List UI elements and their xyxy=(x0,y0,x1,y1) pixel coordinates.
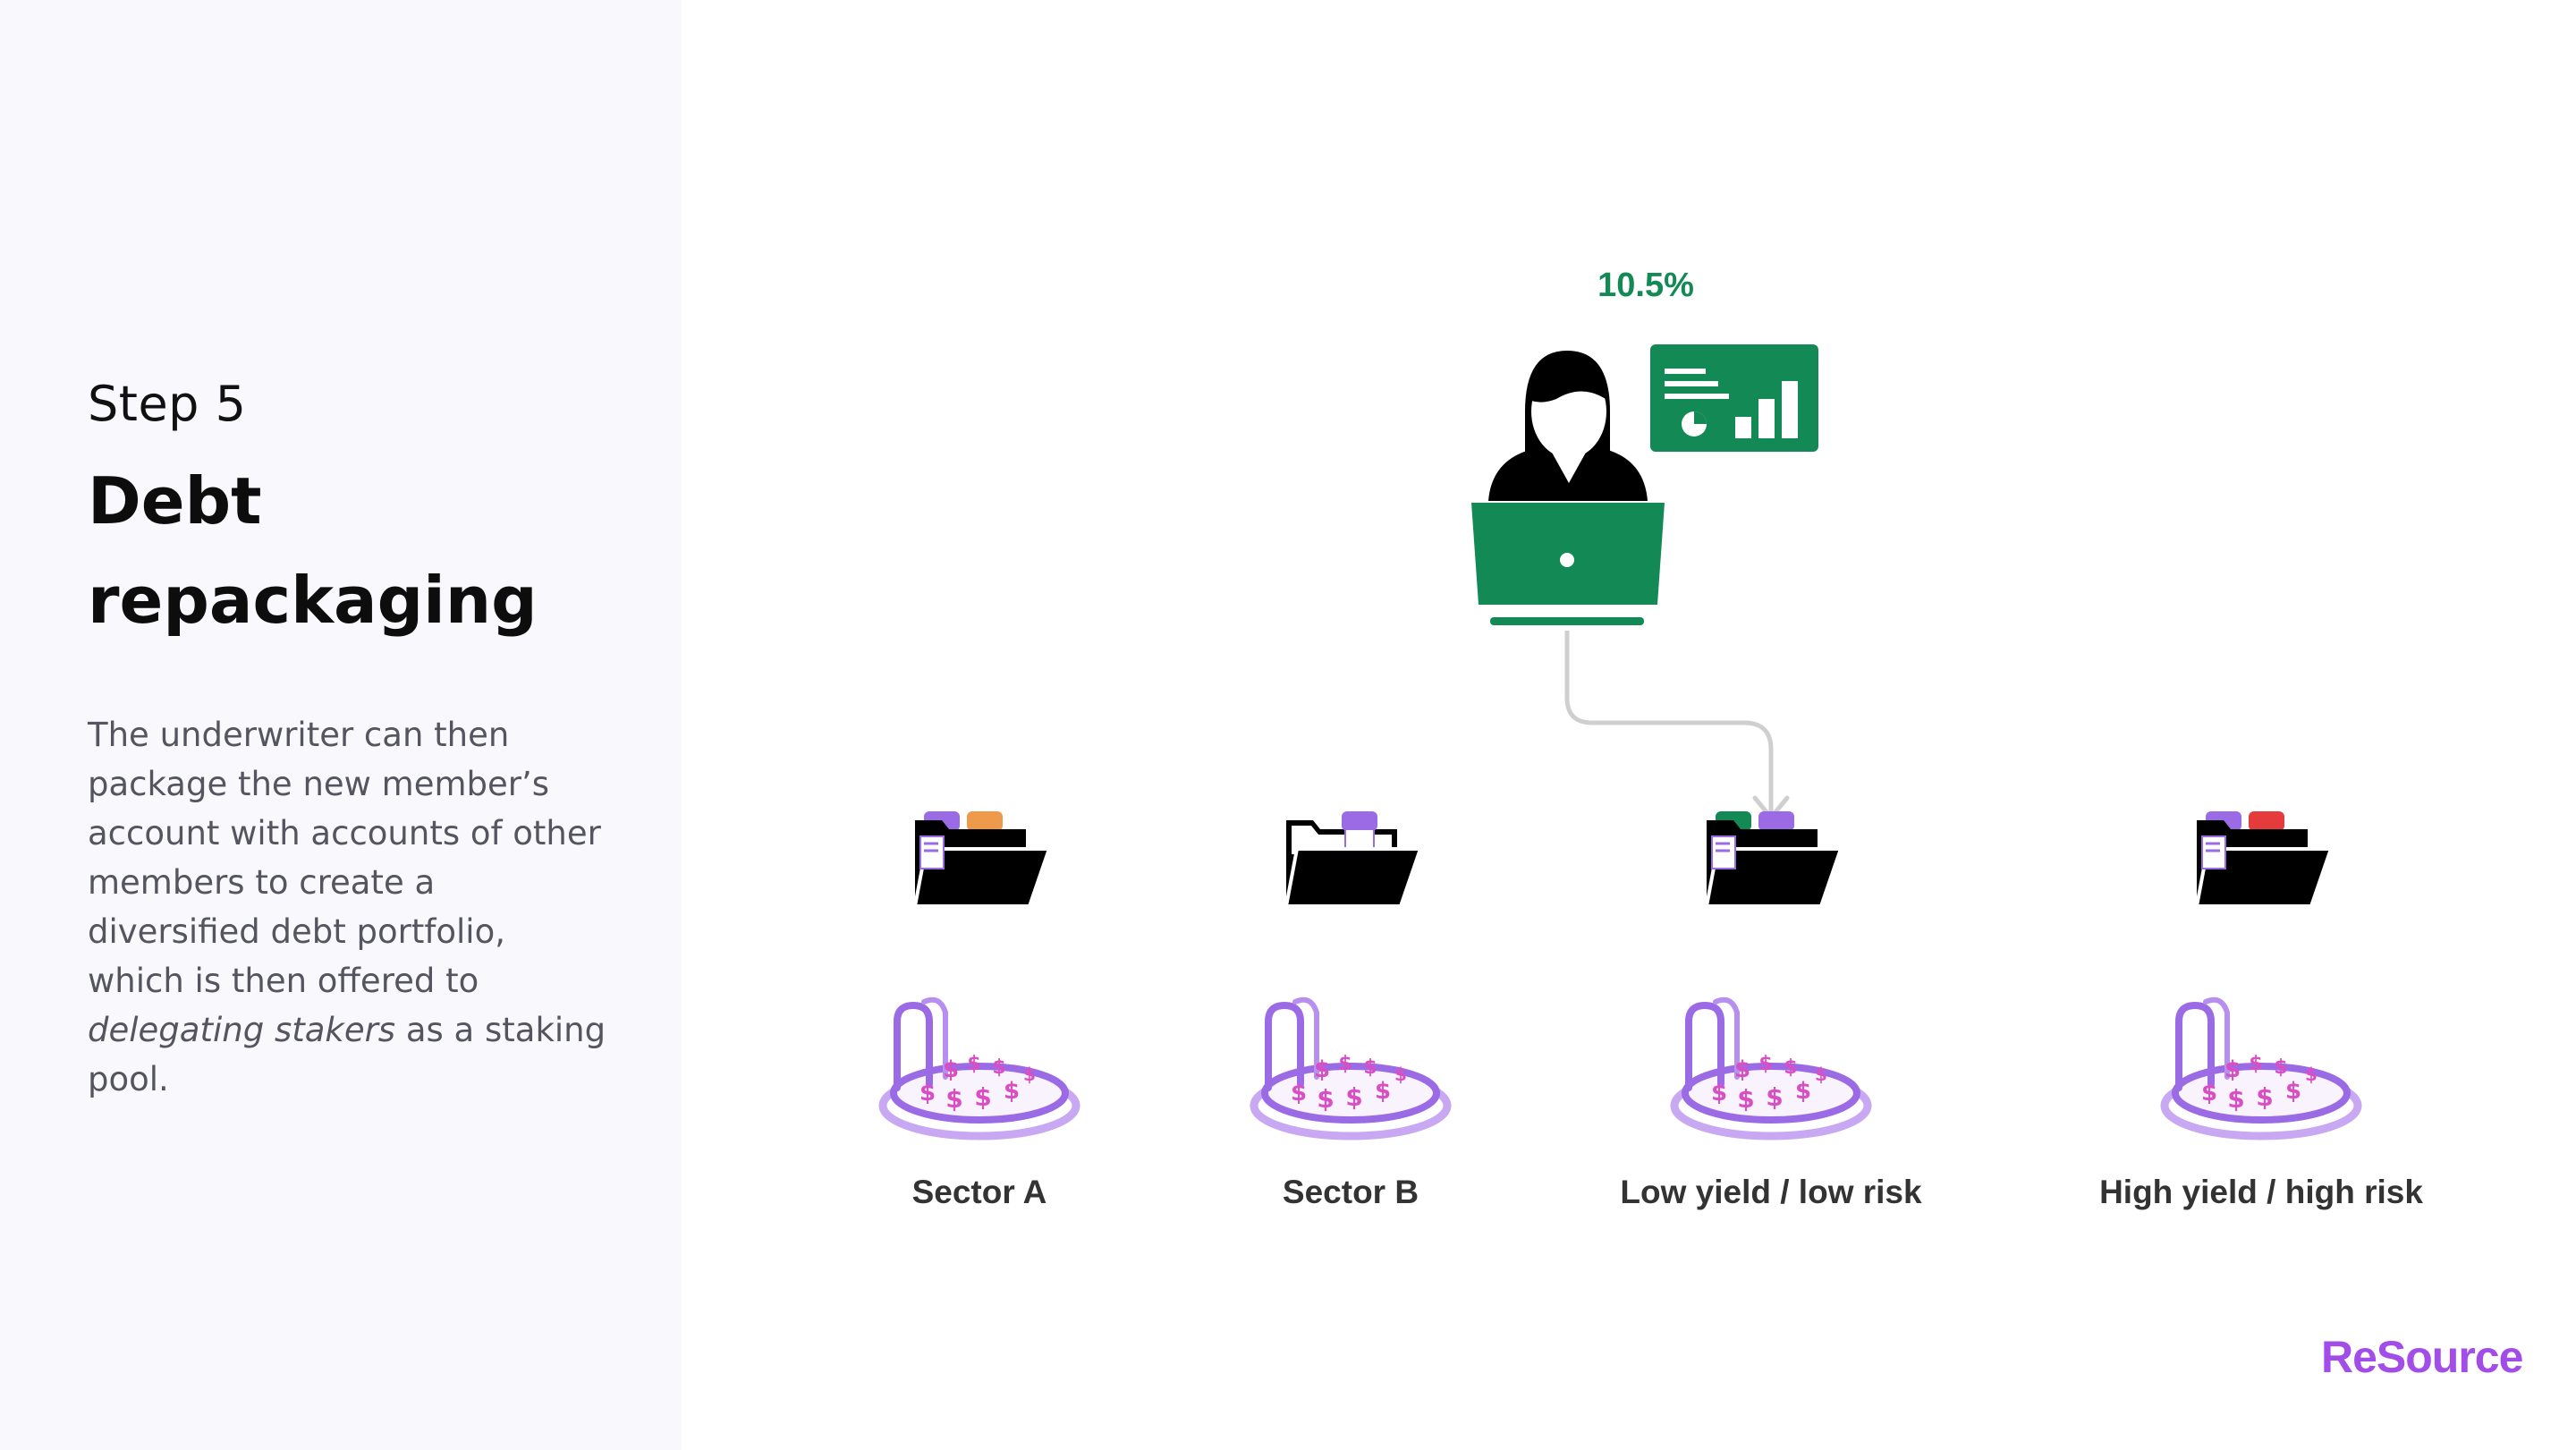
description-emphasis: delegating stakers xyxy=(88,1011,396,1049)
underwriter-person-icon xyxy=(1488,351,1648,501)
folder-icon-low-risk xyxy=(1705,811,1843,908)
sidebar-panel: Step 5 Debt repackaging The underwriter … xyxy=(0,0,682,1450)
pool-label-sector-b: Sector B xyxy=(1282,1174,1419,1210)
pool-label-high-risk: High yield / high risk xyxy=(2099,1174,2423,1210)
laptop-icon xyxy=(1471,503,1665,625)
folder-icon-sector-a xyxy=(913,811,1051,908)
title-line-2: repackaging xyxy=(88,563,538,638)
pool-icon-sector-b xyxy=(1254,1000,1447,1136)
description-text: The underwriter can then package the new… xyxy=(88,710,606,1104)
pool-label-low-risk: Low yield / low risk xyxy=(1620,1174,1922,1210)
yield-percent-label: 10.5% xyxy=(1597,267,1694,304)
pool-label-sector-a: Sector A xyxy=(911,1174,1047,1210)
resource-logo: ReSource xyxy=(2321,1331,2523,1383)
logo-text: ReSource xyxy=(2321,1332,2523,1382)
description-part-1: The underwriter can then package the new… xyxy=(88,716,601,1000)
title-line-1: Debt xyxy=(88,463,262,538)
pool-icon-low-risk xyxy=(1674,1000,1868,1136)
pool-icon-sector-a xyxy=(883,1000,1076,1136)
step-label: Step 5 xyxy=(88,376,247,432)
connector-arrow xyxy=(1564,631,1790,821)
page-title: Debt repackaging xyxy=(88,452,624,650)
dashboard-chart-icon xyxy=(1650,344,1818,452)
folder-icon-high-risk xyxy=(2195,811,2333,908)
description-part-2: as a staking pool. xyxy=(88,1011,606,1098)
pool-icon-high-risk xyxy=(2165,1000,2358,1136)
folder-icon-sector-b xyxy=(1284,811,1423,908)
